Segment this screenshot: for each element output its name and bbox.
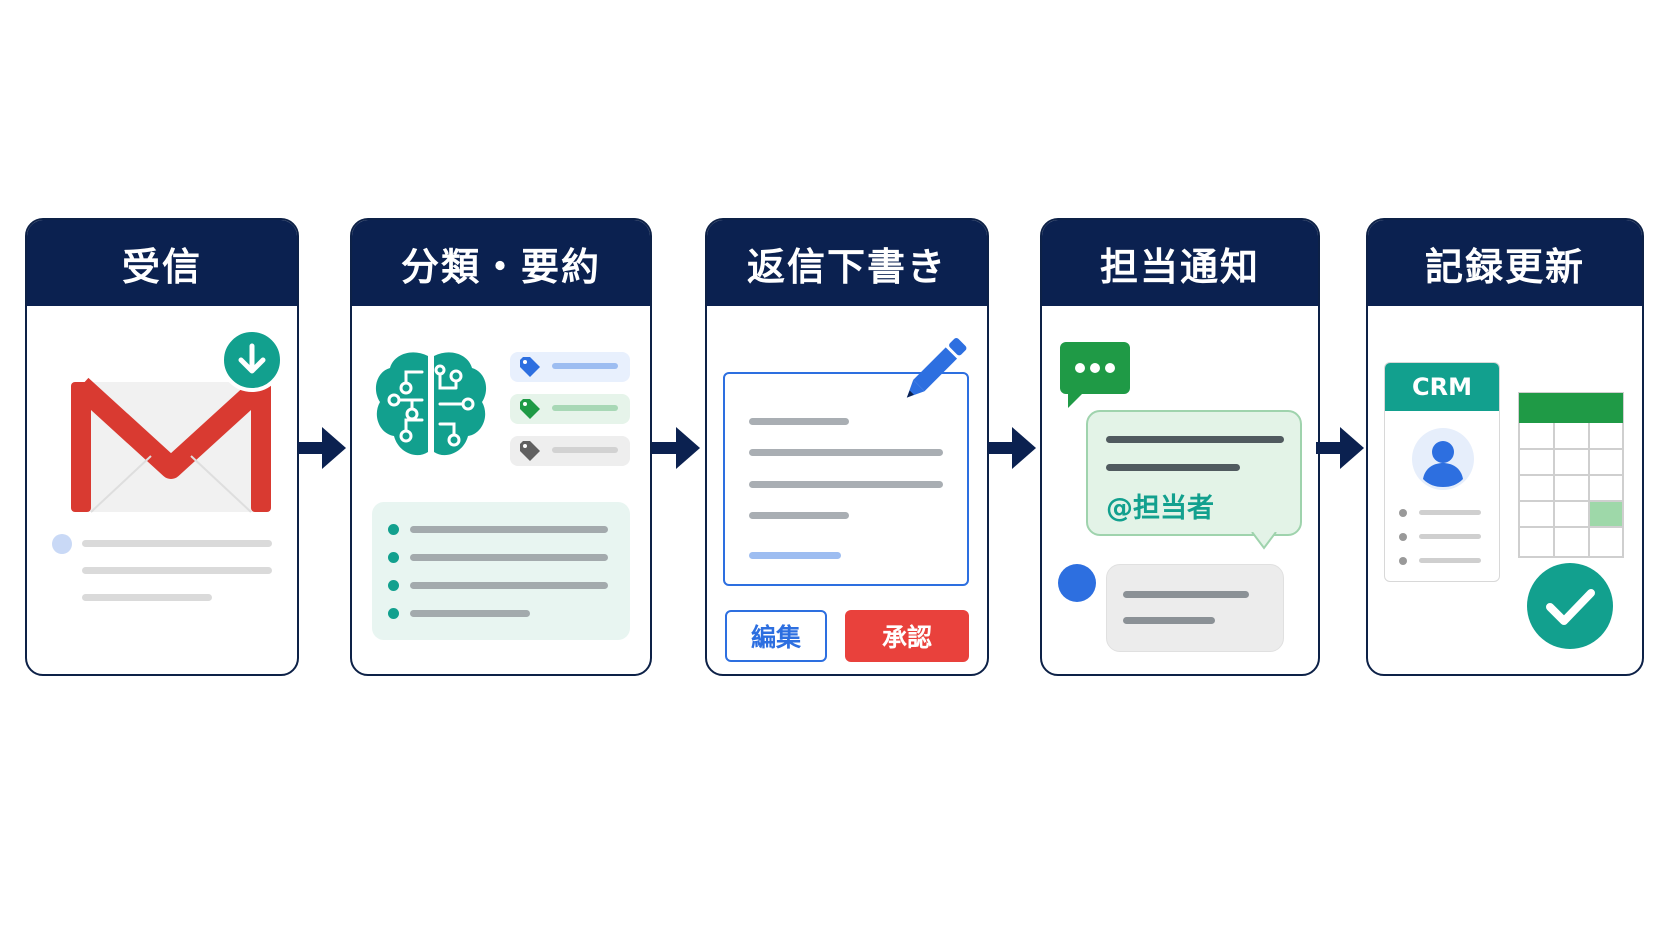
draft-line	[749, 512, 849, 519]
reply-message	[1106, 564, 1284, 652]
step-title: 分類・要約	[352, 220, 650, 306]
text-line	[82, 540, 272, 547]
user-avatar	[1058, 564, 1096, 602]
arrow-right-icon	[298, 427, 346, 469]
draft-line	[749, 481, 943, 488]
edit-button-label: 編集	[750, 623, 801, 652]
message-line	[1106, 436, 1284, 443]
step-title: 担当通知	[1042, 220, 1318, 306]
crm-label: CRM	[1412, 373, 1472, 401]
field-dot	[1399, 557, 1407, 565]
tag-icon	[520, 399, 540, 419]
crm-header: CRM	[1385, 363, 1499, 411]
check-icon	[1527, 563, 1613, 649]
tag-row	[510, 352, 630, 382]
arrow-right-icon	[1316, 427, 1364, 469]
text-line	[82, 567, 272, 574]
summary-line	[410, 582, 608, 589]
step-card-classify: 分類・要約	[350, 218, 652, 676]
field-dot	[1399, 509, 1407, 517]
arrow-right-icon	[652, 427, 700, 469]
field-line	[1419, 510, 1481, 515]
pencil-icon	[906, 338, 967, 398]
status-dot	[52, 534, 72, 554]
bullet-dot	[388, 524, 399, 535]
edit-button[interactable]: 編集	[725, 610, 827, 662]
summary-line	[410, 610, 530, 617]
gmail-icon	[71, 377, 271, 513]
text-line	[82, 594, 212, 601]
bullet-dot	[388, 552, 399, 563]
field-dot	[1399, 533, 1407, 541]
tag-row	[510, 436, 630, 466]
user-icon	[1412, 428, 1474, 490]
mention-message: @担当者	[1086, 410, 1302, 536]
tag-line	[552, 405, 618, 411]
step-card-receive: 受信	[25, 218, 299, 676]
tag-row	[510, 394, 630, 424]
bubble-tail	[1251, 532, 1277, 550]
draft-document	[723, 372, 969, 586]
step-card-draft: 返信下書き 編集 承認	[705, 218, 989, 676]
chat-bubble-icon	[1060, 342, 1130, 408]
crm-card: CRM	[1384, 362, 1500, 582]
tag-line	[552, 447, 618, 453]
approve-button-label: 承認	[881, 623, 932, 652]
message-line	[1123, 617, 1215, 624]
tag-icon	[520, 441, 540, 461]
summary-line	[410, 526, 608, 533]
message-line	[1106, 464, 1240, 471]
summary-line	[410, 554, 608, 561]
step-card-notify: 担当通知 @担当者	[1040, 218, 1320, 676]
step-title: 記録更新	[1368, 220, 1642, 306]
tag-line	[552, 363, 618, 369]
mention-text: @担当者	[1106, 493, 1214, 524]
message-line	[1123, 591, 1249, 598]
draft-line	[749, 449, 943, 456]
step-title: 返信下書き	[707, 220, 987, 306]
field-line	[1419, 558, 1481, 563]
bullet-dot	[388, 608, 399, 619]
step-card-record: 記録更新 CRM	[1366, 218, 1644, 676]
download-icon	[220, 328, 284, 392]
bullet-dot	[388, 580, 399, 591]
step-title: 受信	[27, 220, 297, 306]
arrow-right-icon	[988, 427, 1036, 469]
spreadsheet-icon	[1518, 392, 1624, 558]
field-line	[1419, 534, 1481, 539]
approve-button[interactable]: 承認	[845, 610, 969, 662]
draft-line	[749, 552, 841, 559]
summary-panel	[372, 502, 630, 640]
draft-line	[749, 418, 849, 425]
ai-brain-icon	[375, 352, 487, 456]
tag-icon	[520, 357, 540, 377]
